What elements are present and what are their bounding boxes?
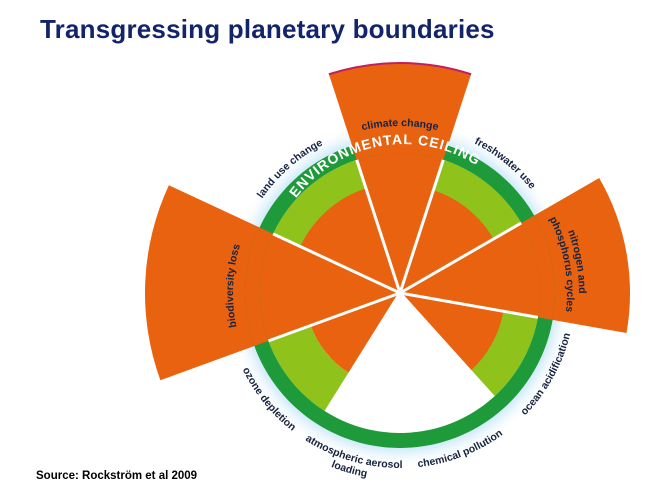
- sector-divider: [272, 232, 401, 295]
- boundary-wedge-ozone: [310, 293, 400, 374]
- sector-divider: [398, 159, 445, 294]
- sector-divider: [267, 291, 401, 343]
- ceiling-breach-nitrogen: [521, 215, 555, 320]
- ceiling-breach-biodiversity: [244, 227, 274, 347]
- boundary-wedge-freshwater: [400, 190, 494, 293]
- sector-divider: [399, 221, 522, 295]
- page-title: Transgressing planetary boundaries: [40, 14, 495, 44]
- boundary-wedge-landuse: [300, 188, 400, 293]
- boundary-wedge-nitrogen: [400, 178, 631, 333]
- source-note: Source: Rockström et al 2009: [36, 470, 198, 482]
- exceedance-edge: [328, 62, 472, 76]
- boundary-wedge-ocean: [400, 293, 504, 372]
- boundary-wedge-climate: [328, 62, 472, 293]
- sector-divider: [355, 159, 402, 294]
- unknown-sector: [325, 293, 400, 433]
- sector-divider: [324, 292, 402, 413]
- sector-divider: [399, 291, 539, 319]
- unknown-sector: [400, 293, 494, 433]
- ceiling-breach-climate: [352, 138, 448, 160]
- boundary-wedge-biodiversity: [144, 185, 400, 381]
- sector-divider: [398, 291, 495, 399]
